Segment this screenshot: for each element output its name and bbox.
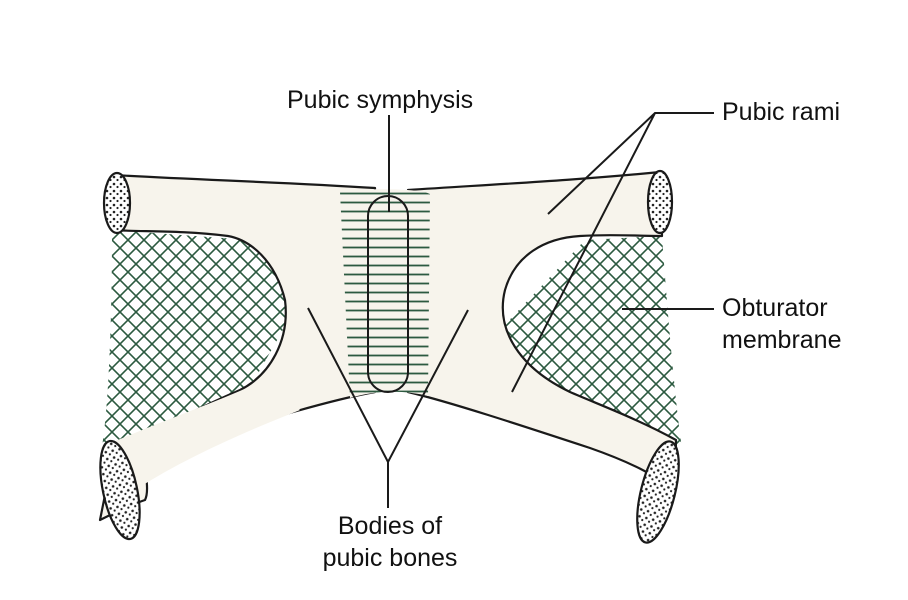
bone-cut-end-lower-right — [636, 440, 680, 544]
bone-cut-end-upper-right — [646, 169, 674, 235]
inferior-ramus-left — [100, 380, 300, 490]
label-pubic-rami: Pubic rami — [722, 98, 841, 126]
label-bodies-of-pubic-bones: Bodies of pubic bones — [300, 510, 480, 574]
leader-pubic-rami — [511, 112, 714, 393]
obturator-membrane-left — [100, 230, 300, 458]
label-pubic-symphysis: Pubic symphysis — [287, 86, 474, 114]
label-bodies-line-1: Bodies of — [337, 512, 443, 540]
label-obturator-line-1: Obturator — [722, 294, 828, 322]
pubic-symphysis-structure — [340, 189, 430, 398]
leader-lines — [307, 112, 714, 508]
label-bodies-line-2: pubic bones — [322, 544, 458, 572]
leader-bodies — [307, 307, 469, 508]
bone-cut-end-upper-left — [102, 171, 132, 235]
label-obturator-membrane: Obturator membrane — [722, 292, 842, 356]
label-obturator-line-2: membrane — [722, 326, 842, 354]
bone-cut-end-lower-left — [99, 439, 141, 541]
pubic-bone-right — [406, 170, 678, 492]
